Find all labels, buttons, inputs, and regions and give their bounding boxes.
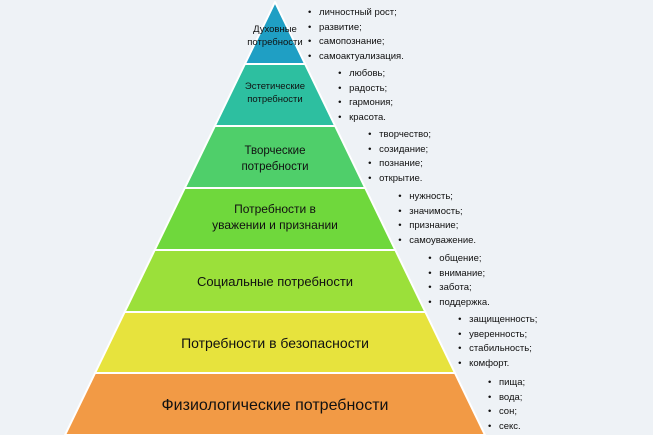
list-item: нужность; (398, 190, 476, 205)
list-item: забота; (428, 281, 490, 296)
label-line: Эстетические (244, 81, 306, 92)
label-line: уважении и признании (212, 218, 338, 233)
label-line: Духовные (253, 24, 297, 35)
list-item: защищенность; (458, 313, 537, 328)
list-creative: творчество; созидание; познание; открыти… (368, 128, 431, 186)
level-label-esteem: Потребности в уважении и признании (150, 201, 400, 233)
level-label-aesthetic: Эстетические потребности (210, 81, 340, 107)
list-item: красота. (338, 111, 393, 126)
label-line: Потребности в (234, 202, 316, 216)
list-spiritual: личностный рост; развитие; самопознание;… (308, 6, 404, 64)
level-label-safety: Потребности в безопасности (90, 334, 460, 353)
list-item: созидание; (368, 143, 431, 158)
list-item: самоактуализация. (308, 50, 404, 65)
list-item: самоуважение. (398, 234, 476, 249)
level-label-physiological: Физиологические потребности (60, 395, 490, 417)
list-aesthetic: любовь; радость; гармония; красота. (338, 67, 393, 125)
label-line: Социальные потребности (196, 274, 354, 289)
level-label-creative: Творческие потребности (180, 144, 370, 175)
list-item: открытие. (368, 172, 431, 187)
list-item: гармония; (338, 96, 393, 111)
list-item: внимание; (428, 267, 490, 282)
list-item: пища; (488, 376, 525, 391)
list-item: секс. (488, 420, 525, 435)
list-item: общение; (428, 252, 490, 267)
list-item: познание; (368, 157, 431, 172)
list-item: вода; (488, 391, 525, 406)
list-item: комфорт. (458, 357, 537, 372)
list-physiological: пища; вода; сон; секс. (488, 376, 525, 434)
level-label-spiritual: Духовные потребности (240, 24, 310, 50)
label-line: Потребности в безопасности (181, 335, 369, 351)
label-line: Творческие (244, 145, 306, 157)
label-line: потребности (247, 93, 303, 105)
list-item: радость; (338, 82, 393, 97)
list-social: общение; внимание; забота; поддержка. (428, 252, 490, 310)
list-item: личностный рост; (308, 6, 404, 21)
list-item: творчество; (368, 128, 431, 143)
label-line: Физиологические потребности (161, 397, 389, 414)
list-safety: защищенность; уверенность; стабильность;… (458, 313, 537, 371)
list-item: самопознание; (308, 35, 404, 50)
list-item: сон; (488, 405, 525, 420)
list-item: уверенность; (458, 328, 537, 343)
list-esteem: нужность; значимость; признание; самоува… (398, 190, 476, 248)
list-item: значимость; (398, 205, 476, 220)
list-item: признание; (398, 219, 476, 234)
pyramid-level-7 (64, 372, 486, 435)
level-label-social: Социальные потребности (120, 273, 431, 291)
list-item: стабильность; (458, 342, 537, 357)
label-line: потребности (247, 36, 303, 48)
list-item: поддержка. (428, 296, 490, 311)
label-line: потребности (241, 160, 309, 173)
list-item: любовь; (338, 67, 393, 82)
list-item: развитие; (308, 21, 404, 36)
